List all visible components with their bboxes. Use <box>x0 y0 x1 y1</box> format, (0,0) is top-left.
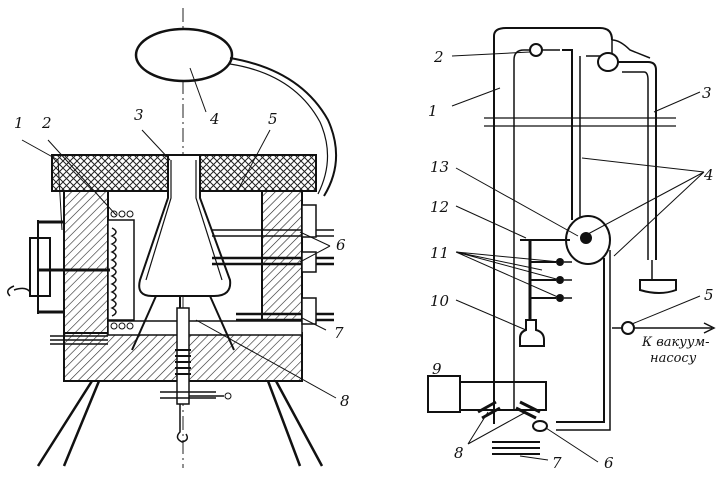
right-label-4: 4 <box>703 166 714 184</box>
left-wall <box>63 190 109 334</box>
right-label-1: 1 <box>428 102 438 120</box>
tube-7 <box>236 312 334 322</box>
vacuum-pump-label-2: насосу <box>650 351 697 366</box>
dish <box>134 27 234 83</box>
hose-outer <box>229 57 337 197</box>
right-label-9: 9 <box>432 360 442 378</box>
left-label-1: 1 <box>14 114 24 132</box>
right-label-7: 7 <box>552 454 562 472</box>
right-label-12: 12 <box>430 198 449 216</box>
valve-6 <box>532 420 548 432</box>
right-apparatus: 1 2 3 4 5 6 7 8 9 10 11 12 13 К вакуум- … <box>427 27 716 472</box>
left-label-2: 2 <box>41 114 52 132</box>
left-apparatus: 1 2 3 4 5 6 7 8 <box>7 8 350 468</box>
vessel-10 <box>519 319 545 347</box>
leg-right <box>266 380 324 467</box>
base-7 <box>492 441 540 455</box>
pump-9 <box>427 375 461 413</box>
left-label-8: 8 <box>340 392 350 410</box>
flask <box>138 154 232 297</box>
valve-2 <box>529 43 543 57</box>
left-label-7: 7 <box>334 324 344 342</box>
right-wall <box>261 190 303 322</box>
heater-block <box>107 219 135 321</box>
right-label-5: 5 <box>704 286 714 304</box>
right-label-6: 6 <box>604 454 614 472</box>
left-label-6: 6 <box>336 236 346 254</box>
tube-4 <box>562 49 573 220</box>
right-label-3: 3 <box>702 84 712 102</box>
tube-3 <box>618 61 657 260</box>
left-label-4: 4 <box>209 110 220 128</box>
right-label-10: 10 <box>430 292 450 310</box>
reservoir-3 <box>639 279 677 294</box>
leg-left <box>36 380 101 467</box>
right-label-13: 13 <box>430 158 449 176</box>
side-box <box>29 237 51 297</box>
right-label-2: 2 <box>433 48 444 66</box>
left-label-3: 3 <box>134 106 144 124</box>
trap-bulb <box>597 52 619 72</box>
vacuum-pump-label-1: К вакуум- <box>641 335 710 350</box>
left-label-5: 5 <box>268 110 278 128</box>
right-label-8: 8 <box>454 444 464 462</box>
right-label-11: 11 <box>430 244 449 262</box>
heater-coil <box>110 227 117 317</box>
inner-floor <box>107 320 303 336</box>
